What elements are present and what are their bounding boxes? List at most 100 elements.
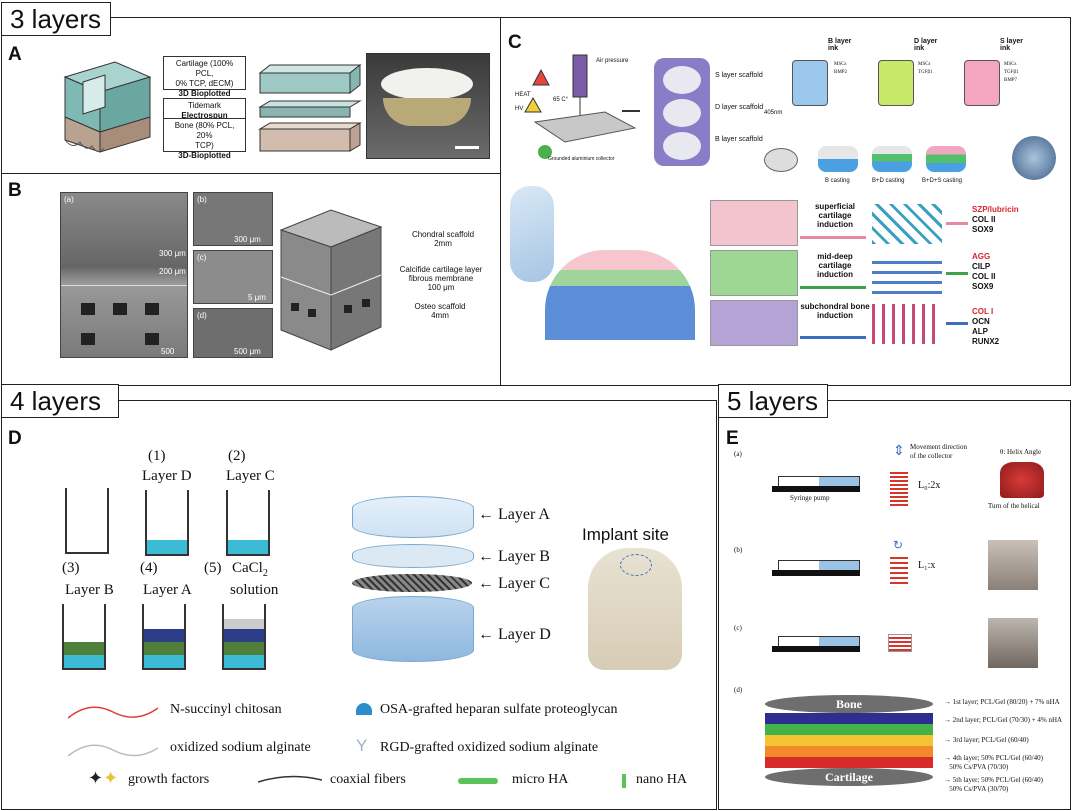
d-scaffold-label: D layer scaffold [715, 104, 764, 111]
marker-arrow-1 [946, 222, 968, 225]
l0-label: L₀:2x [918, 480, 941, 491]
arrow-green [800, 286, 866, 289]
b-ink-item-2: BMP2 [834, 70, 848, 75]
layer-c-text: Layer C [498, 575, 550, 592]
sem-d-label: (d) [197, 311, 207, 320]
frame-5-layers [718, 400, 1071, 810]
pump-base-c [772, 646, 860, 652]
beaker-step1 [145, 490, 189, 556]
step3-label: Layer B [65, 582, 114, 598]
cacl-text: CaCl [232, 560, 263, 576]
marker-3-0: COL I [972, 307, 994, 316]
layer-c-label: ← Layer C [478, 575, 550, 592]
cartilage-cap: Cartilage [765, 768, 933, 786]
marker-2-2: COL II [972, 272, 996, 281]
step5-solution: solution [230, 582, 279, 598]
sem-image-c: (c) 5 μm [193, 250, 273, 304]
induction-2: mid-deep cartilage induction [817, 252, 853, 279]
legend-alginate: oxidized sodium alginate [170, 740, 311, 755]
legend-coaxial: coaxial fibers [330, 772, 406, 787]
sem-a-scale3: 500 μm [161, 347, 175, 357]
bone-method: 3D-Bioplotted [178, 151, 231, 160]
step1-num: (1) [148, 448, 166, 464]
tidemark-layer-box: Tidemark Electrospun [163, 98, 246, 120]
scaffold-mesh-1 [872, 204, 942, 244]
growth-factor-icons: ✦✦ [88, 768, 119, 788]
stack-layer-3 [765, 735, 933, 746]
sem-b-scale: 300 μm [234, 235, 261, 244]
calcified-label: Calcifide cartilage layer fibrous membra… [385, 265, 497, 292]
micro-ha-icon [458, 778, 498, 784]
step4-num: (4) [140, 560, 158, 576]
section-title-5-layers: 5 layers [718, 384, 828, 418]
casting-scaffold-2 [872, 146, 912, 172]
hv-label: HV [515, 106, 524, 112]
scaffold-mesh-3 [872, 304, 942, 344]
e-sub-c: (c) [734, 624, 742, 632]
knee-illustration [588, 548, 682, 670]
layer-slabs-illustration [258, 63, 362, 152]
beaker-step4 [142, 604, 186, 670]
layer-stack: Bone Cartilage [765, 695, 933, 787]
layer-5-desc-a: 5th layer; 50% PCL/Gel (60/40) [952, 776, 1043, 784]
d-ink-item-2: TGFβ1 [918, 70, 933, 75]
layer-4-desc-a: 4th layer; 50% PCL/Gel (60/40) [952, 754, 1043, 762]
cacl-subscript: 2 [262, 568, 268, 579]
d-ink-item-1: MSCs [918, 62, 931, 67]
heat-label: HEAT [515, 92, 531, 98]
cast3-label: B+D+S casting [922, 178, 963, 184]
layer-d-cylinder [352, 596, 474, 662]
sem-a-scale2: 200 μm [159, 267, 186, 276]
divider-horizontal-ab [1, 173, 501, 174]
e-sub-d: (d) [734, 686, 743, 694]
s-ink-syringe [964, 60, 1000, 106]
layer-a-text: Layer A [498, 506, 550, 523]
casting-scaffold-3 [926, 146, 966, 172]
helix-label: θ: Helix Angle [1000, 448, 1042, 456]
marker-1-2: SOX9 [972, 225, 994, 234]
pump-base-b [772, 570, 860, 576]
air-pressure-label: Air pressure [596, 58, 629, 64]
osteo-label: Osteo scaffold 4mm [395, 302, 485, 320]
marker-arrow-3 [946, 322, 968, 325]
scaffold-stack [654, 58, 710, 166]
legend-micro: micro HA [512, 772, 569, 787]
casting-scaffold-1 [818, 146, 858, 172]
layer-b-disc [352, 544, 474, 568]
marker-3-3: RUNX2 [972, 337, 1000, 346]
layer-2-desc: 2nd layer; PCL/Gel (70/30) + 4% nHA [952, 716, 1063, 724]
fibrous-text: fibrous membrane [408, 274, 474, 283]
sem-image-d: (d) 500 μm [193, 308, 273, 358]
stack-layer-4 [765, 746, 933, 757]
section-title-3-layers: 3 layers [1, 2, 111, 36]
rotate-arrow-icon: ↻ [893, 538, 904, 552]
pump-base-a [772, 486, 860, 492]
legend-growth: growth factors [128, 772, 210, 787]
chondral-label: Chondral scaffold 2mm [395, 230, 491, 248]
coil-a [890, 470, 908, 506]
step1-label: Layer D [142, 468, 192, 484]
layer-4-text: → 4th layer; 50% PCL/Gel (60/40) 50% Cs/… [944, 754, 1043, 771]
sem-b-label: (b) [197, 195, 207, 204]
sem-c-label: (c) [197, 253, 207, 262]
knee-sketch [510, 186, 554, 282]
stack-layer-1 [765, 713, 933, 724]
beaker-step3 [62, 604, 106, 670]
d-ink-syringe [878, 60, 914, 106]
legend-nano: nano HA [636, 772, 687, 787]
step5-num: (5) [204, 560, 222, 576]
layer-1-text: → 1st layer; PCL/Gel (80/20) + 7% nHA [944, 698, 1060, 706]
step2-num: (2) [228, 448, 246, 464]
osteo-text: Osteo scaffold [414, 302, 466, 311]
movement-line2: of the collector [910, 452, 953, 460]
induction-1: superficial cartilage induction [814, 202, 855, 229]
arrow-pink [800, 236, 866, 239]
legend-osa: OSA-grafted heparan sulfate proteoglycan [380, 702, 618, 717]
coil-b [890, 556, 908, 584]
sem-a-label: (a) [64, 195, 74, 204]
s-ink-item-1: MSCs [1004, 62, 1017, 67]
markers-3: COL I OCN ALP RUNX2 [972, 307, 999, 347]
section-title-4-layers: 4 layers [1, 384, 119, 418]
b-ink-label: B layer ink [828, 38, 852, 52]
marker-3-2: ALP [972, 327, 988, 336]
